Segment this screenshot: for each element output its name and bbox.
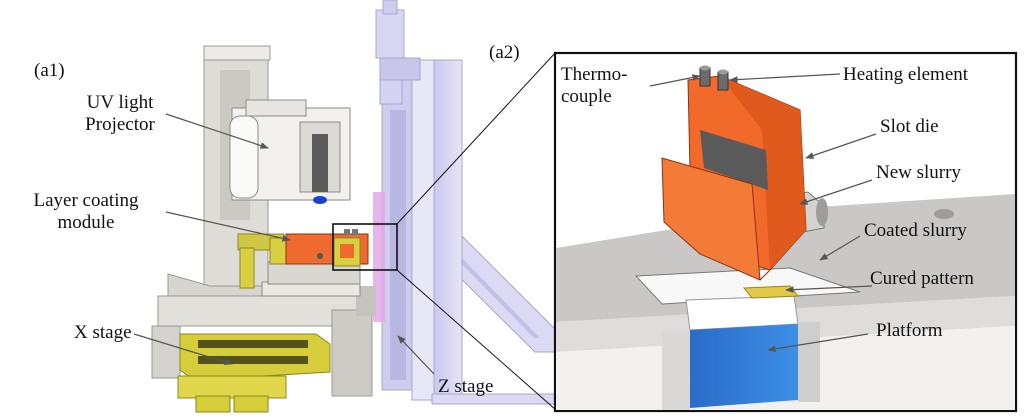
uv-projector (229, 99, 351, 204)
cured-pattern-arrow (785, 285, 873, 294)
machine-3d-view (151, 0, 557, 413)
coating-module-label-line1: Layer coating (33, 190, 139, 211)
x-stage (177, 333, 331, 413)
thermocouple-arrow (649, 74, 701, 87)
coated-slurry-arrow (819, 235, 861, 261)
a1-leader-lines (133, 113, 435, 375)
platform-label: Platform (876, 320, 943, 341)
zoom-line-bottom (396, 269, 557, 411)
slot-die (661, 75, 807, 281)
layer-coating-module (237, 229, 369, 297)
coating-module-label-line2: module (57, 212, 115, 233)
thermocouple-label: Thermo- couple (561, 64, 627, 108)
z-stage-column (373, 0, 557, 405)
heating-element-arrow (729, 73, 841, 83)
a2-leader-lines (649, 73, 877, 353)
coated-slurry-label: Coated slurry (864, 220, 967, 241)
coating-module-arrow (165, 211, 291, 242)
platform-arrow (767, 333, 869, 353)
zoom-line-top (396, 51, 557, 225)
thermocouple-label-line2: couple (561, 86, 612, 107)
main-frame (151, 45, 376, 397)
slot-die-label: Slot die (880, 116, 939, 137)
uv-projector-arrow (165, 113, 269, 149)
heating-element-label: Heating element (843, 64, 969, 85)
cured-pattern-label: Cured pattern (870, 268, 974, 289)
z-stage-label: Z stage (438, 376, 494, 397)
slot-die-arrow (805, 133, 877, 159)
x-stage-label: X stage (74, 322, 132, 343)
x-stage-arrow (133, 333, 233, 365)
platform (662, 295, 820, 410)
uv-projector-label-line1: UV light (86, 92, 154, 113)
coating-module-label: Layer coating module (22, 190, 150, 234)
uv-projector-label: UV light Projector (70, 92, 170, 136)
new-slurry-arrow (799, 179, 873, 205)
detail-view (553, 51, 1018, 413)
zoom-box (332, 223, 398, 271)
panel-label-a1: (a1) (34, 60, 65, 81)
z-stage-arrow (397, 335, 435, 375)
uv-projector-label-line2: Projector (85, 114, 155, 135)
cured-pattern (742, 285, 800, 299)
new-slurry-label: New slurry (876, 162, 961, 183)
thermocouple-label-line1: Thermo- (561, 64, 628, 85)
panel-label-a2: (a2) (489, 42, 520, 63)
